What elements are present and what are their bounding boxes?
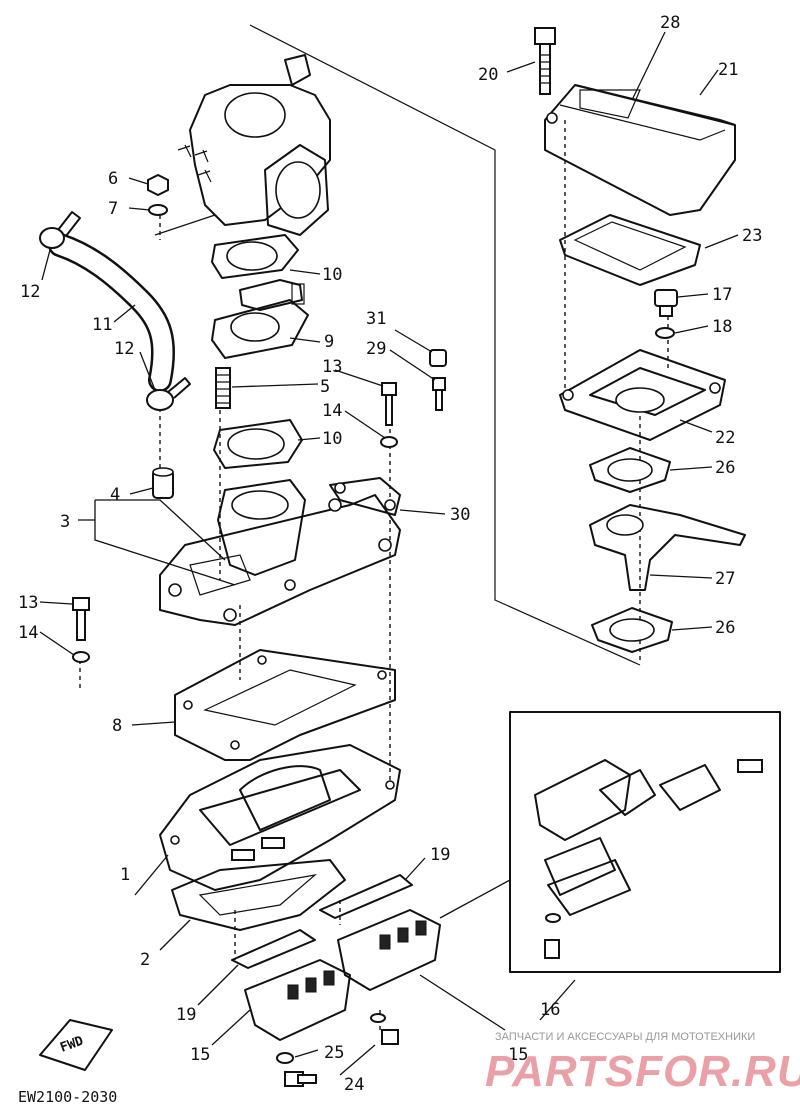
gasket-19-left: [231, 929, 316, 969]
callout-5: 5: [320, 377, 330, 397]
callout-22: 22: [715, 428, 735, 448]
callout-2: 2: [140, 950, 150, 970]
bracket-30: [329, 477, 401, 516]
callout-9: 9: [324, 332, 334, 352]
callout-8: 8: [112, 716, 122, 736]
intake-manifold-3: [159, 479, 401, 626]
reed-valve-detail-box: [439, 711, 781, 973]
clamp-12-lower: [146, 377, 191, 411]
callout-11: 11: [92, 315, 112, 335]
reed-valve-15-right: [337, 909, 441, 991]
callout-26-lower: 26: [715, 618, 735, 638]
callout-19-right: 19: [430, 845, 450, 865]
clamp-12-upper: [39, 211, 81, 249]
callout-21: 21: [718, 60, 738, 80]
bolt-13-upper: [381, 382, 397, 426]
callout-31: 31: [366, 309, 386, 329]
gasket-10-lower: [213, 419, 303, 469]
assembly-centerlines: [79, 24, 669, 1030]
callout-24: 24: [344, 1075, 364, 1095]
callout-16: 16: [540, 1000, 560, 1020]
gasket-23: [559, 214, 701, 286]
callout-12-lower: 12: [114, 339, 134, 359]
watermark: ЗАПЧАСТИ И АКСЕССУАРЫ ДЛЯ МОТОТЕХНИКИ PA…: [485, 1031, 800, 1096]
bolt-24: [284, 1029, 399, 1087]
callout-19-left: 19: [176, 1005, 196, 1025]
callout-3: 3: [60, 512, 70, 532]
collar-4: [152, 467, 174, 499]
gasket-26-upper: [589, 447, 671, 493]
callout-12-upper: 12: [20, 282, 40, 302]
gasket-26-lower: [591, 607, 673, 653]
stud-5: [215, 367, 231, 409]
callout-15-right: 15: [508, 1045, 528, 1065]
gasket-2: [171, 859, 346, 931]
callout-17: 17: [712, 285, 732, 305]
washer-14-upper: [380, 436, 398, 448]
callout-15-left: 15: [190, 1045, 210, 1065]
gasket-19-right: [319, 874, 413, 919]
callout-10-upper: 10: [322, 265, 342, 285]
callout-26-upper: 26: [715, 458, 735, 478]
washer-25: [276, 1013, 386, 1064]
callout-4: 4: [110, 485, 120, 505]
callout-13-lower: 13: [18, 593, 38, 613]
callout-23: 23: [742, 226, 762, 246]
gasket-10-upper: [211, 234, 299, 279]
callout-labels: 1 2 3 4 5 6 7 8 9 10 10 11 12 12 13 13 1…: [18, 13, 762, 1095]
hose-11: [48, 233, 175, 392]
forward-direction-tag: FWD: [39, 1019, 113, 1071]
watermark-brand: PARTSFOR.RU: [485, 1047, 800, 1096]
callout-7: 7: [108, 199, 118, 219]
callout-28: 28: [660, 13, 680, 33]
bolt-13-lower: [72, 597, 90, 641]
bolt-17: [654, 289, 678, 317]
mounting-plate-9: [211, 279, 309, 359]
fwd-label: FWD: [58, 1034, 85, 1056]
washer-14-lower: [72, 651, 90, 663]
callout-25: 25: [324, 1043, 344, 1063]
washer-18: [655, 327, 675, 339]
gasket-8: [174, 649, 396, 761]
callout-20: 20: [478, 65, 498, 85]
cover-21: [544, 84, 736, 216]
watermark-caption: ЗАПЧАСТИ И АКСЕССУАРЫ ДЛЯ МОТОТЕХНИКИ: [495, 1031, 755, 1043]
drawing-code: EW2100-2030: [18, 1088, 117, 1106]
nut-6: [147, 173, 169, 197]
callout-27: 27: [715, 569, 735, 589]
bolt-20: [534, 27, 556, 95]
washer-7: [148, 204, 168, 216]
stay-27: [589, 504, 746, 591]
base-22: [559, 349, 726, 441]
engine-case-fragment: [154, 54, 331, 240]
reed-valve-15-left: [244, 959, 351, 1041]
leader-lines: [39, 31, 739, 1076]
callout-30: 30: [450, 505, 470, 525]
callout-13-upper: 13: [322, 357, 342, 377]
reed-valve-body-1: [159, 744, 401, 891]
cap-31: [429, 349, 447, 367]
callout-14-upper: 14: [322, 401, 342, 421]
callout-18: 18: [712, 317, 732, 337]
callout-1: 1: [120, 865, 130, 885]
callout-29: 29: [366, 339, 386, 359]
callout-14-lower: 14: [18, 623, 38, 643]
fitting-29: [432, 377, 446, 411]
callout-6: 6: [108, 169, 118, 189]
callout-10-lower: 10: [322, 429, 342, 449]
